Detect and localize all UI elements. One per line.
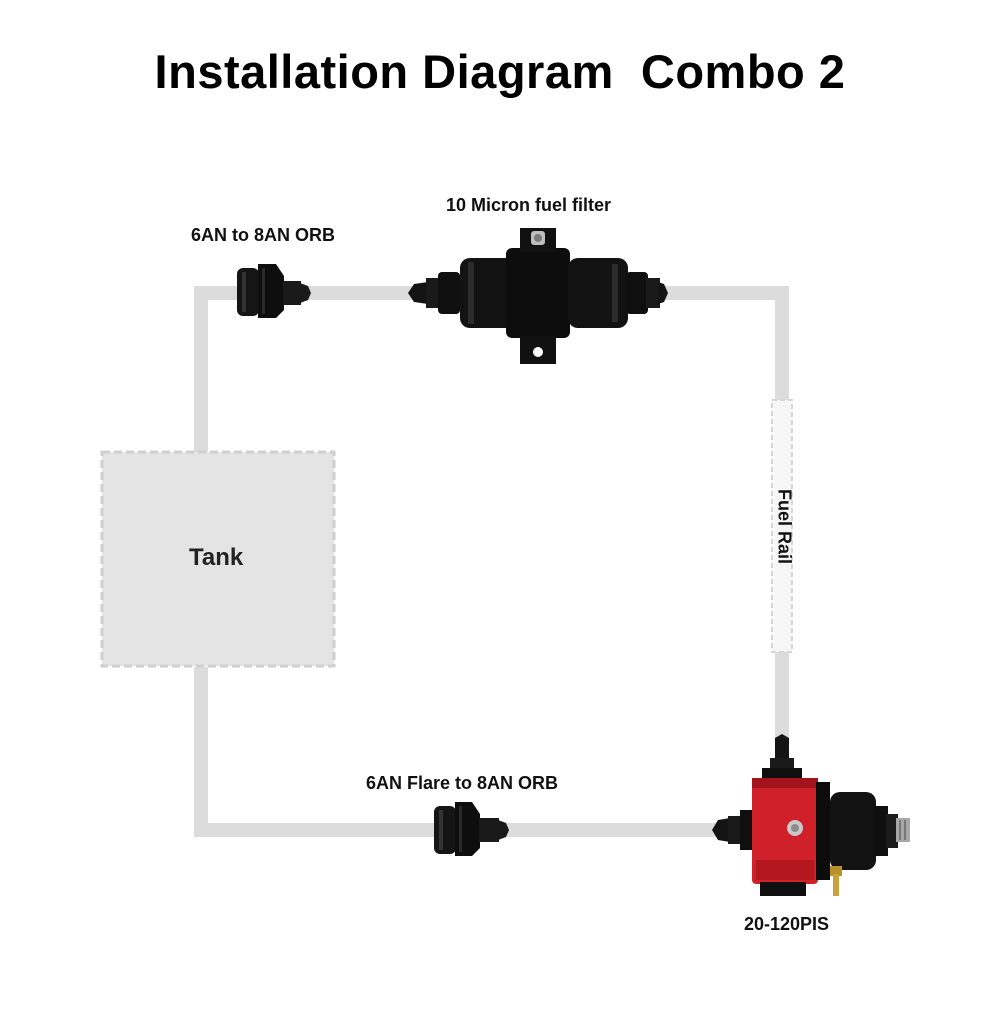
- fuel-lines: [194, 286, 789, 837]
- fitting-bottom: [434, 802, 509, 856]
- fitting-bottom-label: 6AN Flare to 8AN ORB: [366, 773, 559, 793]
- filter-label: 10 Micron fuel filter: [446, 195, 612, 215]
- line-tank-to-fitting: [194, 286, 240, 452]
- tank: [100, 450, 336, 668]
- fitting-top-label: 6AN to 8AN ORB: [191, 225, 336, 245]
- line-filter-to-rail: [655, 286, 789, 400]
- fitting-top: [237, 264, 311, 318]
- fuel-filter: [408, 228, 668, 364]
- regulator-label: 20-120PIS: [744, 914, 830, 934]
- pressure-regulator: [712, 734, 910, 896]
- fuel-rail-label: Fuel Rail: [774, 488, 795, 564]
- tank-label: Tank: [189, 544, 244, 571]
- diagram-title: Installation Diagram Combo 2: [154, 45, 846, 98]
- fuel-rail: [771, 399, 793, 653]
- line-fitting-to-tank: [194, 667, 440, 837]
